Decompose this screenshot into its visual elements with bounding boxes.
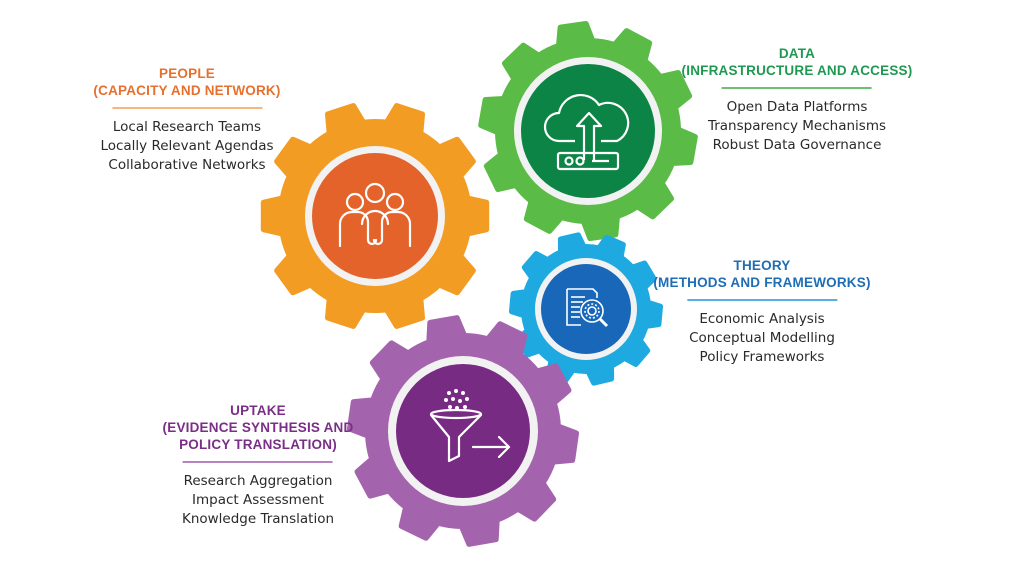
data-text-block: DATA (INFRASTRUCTURE AND ACCESS) Open Da… xyxy=(682,45,913,155)
data-subtitle: (INFRASTRUCTURE AND ACCESS) xyxy=(681,63,913,78)
people-item: Collaborative Networks xyxy=(108,157,266,173)
people-title: PEOPLE xyxy=(159,66,215,81)
people-subtitle: (CAPACITY AND NETWORK) xyxy=(93,83,281,98)
uptake-gear-center xyxy=(396,364,530,498)
theory-subtitle: (METHODS AND FRAMEWORKS) xyxy=(653,275,871,290)
people-group-icon xyxy=(338,182,412,248)
uptake-divider xyxy=(182,461,333,463)
uptake-gear xyxy=(347,315,579,547)
data-title: DATA xyxy=(778,46,816,61)
theory-gear xyxy=(509,232,663,386)
people-item: Locally Relevant Agendas xyxy=(100,138,274,154)
theory-text-block: THEORY (METHODS AND FRAMEWORKS) Economic… xyxy=(653,257,870,367)
theory-divider xyxy=(687,299,837,301)
uptake-subtitle: (EVIDENCE SYNTHESIS AND xyxy=(162,420,354,435)
theory-item: Policy Frameworks xyxy=(699,349,825,365)
data-item: Transparency Mechanisms xyxy=(707,118,887,134)
theory-item: Economic Analysis xyxy=(699,311,825,327)
uptake-text-block: UPTAKE (EVIDENCE SYNTHESIS AND POLICY TR… xyxy=(163,402,354,529)
funnel-arrow-icon xyxy=(429,389,511,463)
people-item: Local Research Teams xyxy=(112,119,262,135)
people-divider xyxy=(111,107,262,109)
people-text-block: PEOPLE (CAPACITY AND NETWORK) Local Rese… xyxy=(93,65,280,175)
theory-title: THEORY xyxy=(733,258,791,273)
uptake-title: UPTAKE xyxy=(230,403,286,418)
data-divider xyxy=(722,87,872,89)
theory-item: Conceptual Modelling xyxy=(689,330,835,346)
data-gear-center xyxy=(521,64,655,198)
cloud-upload-server-icon xyxy=(543,93,630,171)
uptake-subtitle: POLICY TRANSLATION) xyxy=(179,437,337,452)
uptake-item: Research Aggregation xyxy=(183,473,333,489)
people-gear-center xyxy=(312,153,438,279)
data-item: Open Data Platforms xyxy=(726,99,868,115)
uptake-item: Impact Assessment xyxy=(192,492,324,508)
uptake-item: Knowledge Translation xyxy=(181,511,335,527)
data-gear xyxy=(478,21,698,241)
data-item: Robust Data Governance xyxy=(712,137,882,153)
document-search-icon xyxy=(566,288,609,328)
people-gear xyxy=(260,103,490,329)
